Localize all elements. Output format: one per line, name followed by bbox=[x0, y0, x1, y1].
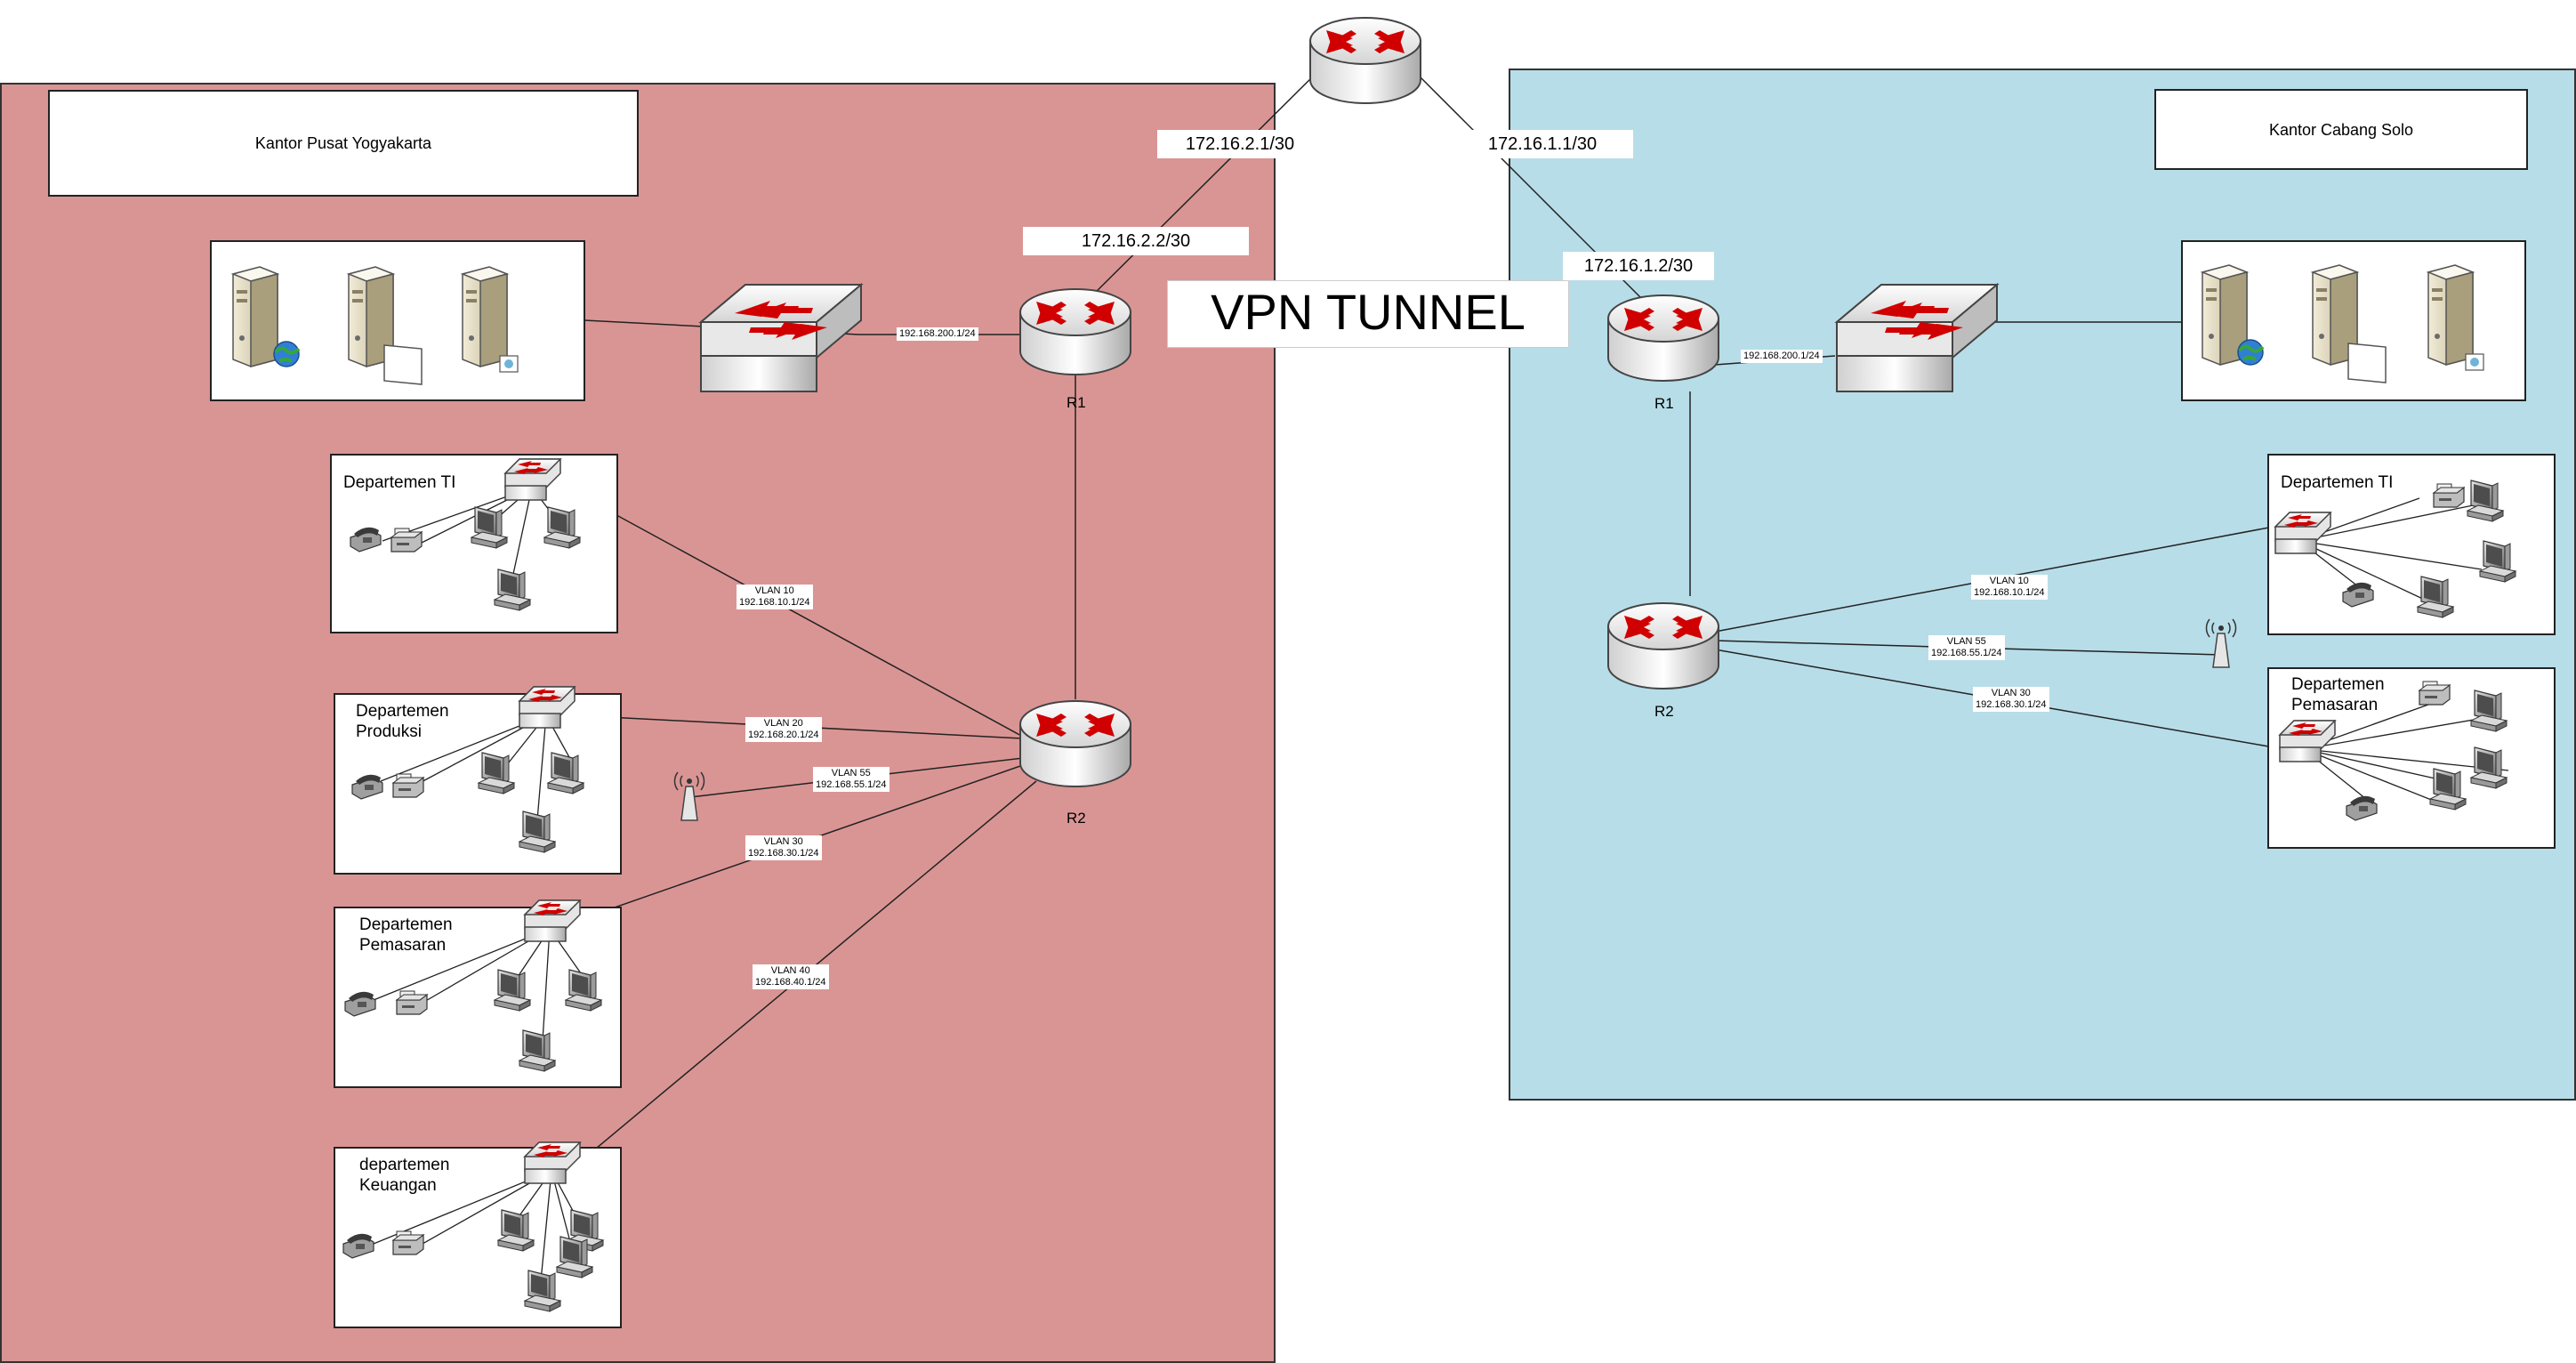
pc-icon[interactable] bbox=[524, 1270, 561, 1312]
office-title-left: Kantor Pusat Yogyakarta bbox=[254, 134, 432, 152]
links bbox=[568, 66, 2274, 1172]
left-vlan30-label: VLAN 30 192.168.30.1/24 bbox=[745, 835, 822, 860]
office-title-box-left: Kantor Pusat Yogyakarta bbox=[48, 90, 639, 197]
vlan-ip: 192.168.10.1/24 bbox=[1974, 587, 2045, 598]
pc-icon[interactable] bbox=[556, 1236, 593, 1278]
pc-icon[interactable] bbox=[2470, 690, 2508, 732]
pc-icon[interactable] bbox=[471, 506, 508, 549]
dept-title-right-pemasaran: Departemen Pemasaran bbox=[2291, 675, 2385, 714]
left-r2-label: R2 bbox=[1067, 810, 1086, 827]
vlan-ip: 192.168.30.1/24 bbox=[1976, 699, 2047, 710]
printer-icon[interactable] bbox=[392, 773, 424, 798]
printer-icon[interactable] bbox=[390, 528, 423, 552]
pc-icon[interactable] bbox=[547, 752, 584, 794]
left-r1-label: R1 bbox=[1067, 394, 1086, 411]
office-title-right: Kantor Cabang Solo bbox=[2268, 120, 2414, 139]
left-r2-router-icon[interactable] bbox=[1019, 700, 1131, 787]
pc-icon[interactable] bbox=[2467, 480, 2504, 522]
pc-icon[interactable] bbox=[2429, 768, 2467, 811]
left-r1-router-icon[interactable] bbox=[1019, 288, 1131, 375]
right-vlan55-label: VLAN 55 192.168.55.1/24 bbox=[1928, 635, 2005, 660]
right-vlan10-label: VLAN 10 192.168.10.1/24 bbox=[1971, 575, 2048, 600]
dept-title-left-pemasaran: Departemen Pemasaran bbox=[359, 915, 453, 955]
printer-icon[interactable] bbox=[396, 990, 428, 1015]
vlan-id: VLAN 55 bbox=[831, 768, 871, 778]
globe-icon bbox=[2237, 339, 2264, 366]
pc-icon[interactable] bbox=[497, 1209, 535, 1252]
vlan-ip: 192.168.30.1/24 bbox=[748, 848, 819, 859]
dept-title-left-produksi: Departemen Produksi bbox=[356, 702, 449, 741]
office-title-box-right: Kantor Cabang Solo bbox=[2154, 89, 2528, 170]
left-web-server-icon[interactable] bbox=[232, 266, 278, 367]
vlan-ip: 192.168.20.1/24 bbox=[748, 730, 819, 740]
dept-title-right-ti: Departemen TI bbox=[2281, 473, 2394, 492]
right-r1-label: R1 bbox=[1654, 395, 1674, 412]
pc-icon[interactable] bbox=[2470, 746, 2508, 789]
vlan-id: VLAN 30 bbox=[763, 836, 803, 847]
pc-icon[interactable] bbox=[519, 811, 556, 853]
vlan-ip: 192.168.40.1/24 bbox=[755, 977, 826, 988]
pc-icon[interactable] bbox=[565, 969, 602, 1012]
left-vlan55-label: VLAN 55 192.168.55.1/24 bbox=[813, 767, 890, 792]
left-vlan20-label: VLAN 20 192.168.20.1/24 bbox=[745, 717, 822, 742]
right-r2-router-icon[interactable] bbox=[1607, 602, 1719, 690]
left-server-link-label: 192.168.200.1/24 bbox=[897, 327, 978, 341]
left-db-server-icon[interactable] bbox=[462, 266, 508, 367]
vlan-ip: 192.168.55.1/24 bbox=[1931, 648, 2002, 658]
pc-icon[interactable] bbox=[478, 752, 515, 794]
vlan-id: VLAN 10 bbox=[1989, 576, 2029, 586]
vlan-id: VLAN 10 bbox=[754, 585, 794, 596]
vlan-id: VLAN 30 bbox=[1991, 688, 2031, 698]
vlan-ip: 192.168.55.1/24 bbox=[816, 779, 887, 790]
left-vlan40-label: VLAN 40 192.168.40.1/24 bbox=[753, 964, 829, 989]
pc-icon[interactable] bbox=[543, 506, 581, 549]
pc-icon[interactable] bbox=[2417, 576, 2454, 618]
right-r2-label: R2 bbox=[1654, 703, 1674, 720]
isp-router-icon[interactable] bbox=[1309, 17, 1421, 104]
link-isp-left-r1 bbox=[1083, 66, 1324, 305]
pc-icon[interactable] bbox=[2479, 540, 2516, 583]
printer-icon[interactable] bbox=[392, 1230, 424, 1255]
pc-icon[interactable] bbox=[494, 569, 531, 611]
wan-label-right-isp: 172.16.1.1/30 bbox=[1452, 130, 1633, 158]
vlan-id: VLAN 40 bbox=[770, 965, 810, 976]
right-server-link-label: 192.168.200.1/24 bbox=[1741, 350, 1823, 363]
pc-icon[interactable] bbox=[494, 969, 531, 1012]
right-db-server-icon[interactable] bbox=[2427, 264, 2474, 366]
left-core-switch-icon[interactable] bbox=[700, 284, 862, 392]
vpn-tunnel-label: VPN TUNNEL bbox=[1167, 280, 1569, 348]
right-r1-router-icon[interactable] bbox=[1607, 294, 1719, 382]
dept-title-left-keuangan: departemen Keuangan bbox=[359, 1156, 450, 1195]
pc-icon[interactable] bbox=[519, 1029, 556, 1072]
vlan-id: VLAN 20 bbox=[763, 718, 803, 729]
globe-icon bbox=[273, 341, 300, 367]
vlan-ip: 192.168.10.1/24 bbox=[739, 597, 810, 608]
right-core-switch-icon[interactable] bbox=[1836, 284, 1998, 392]
vlan-id: VLAN 55 bbox=[1946, 636, 1986, 647]
wan-label-left-isp: 172.16.2.1/30 bbox=[1157, 130, 1323, 158]
left-vlan10-label: VLAN 10 192.168.10.1/24 bbox=[737, 585, 813, 609]
right-vlan30-label: VLAN 30 192.168.30.1/24 bbox=[1973, 687, 2049, 712]
right-access-point-icon[interactable] bbox=[2205, 618, 2237, 668]
wan-label-right-r1: 172.16.1.2/30 bbox=[1563, 252, 1714, 280]
printer-icon[interactable] bbox=[2419, 681, 2451, 706]
dept-title-left-ti: Departemen TI bbox=[343, 473, 456, 492]
link-left-vlan10 bbox=[568, 488, 1024, 738]
wan-label-left-r1: 172.16.2.2/30 bbox=[1023, 227, 1249, 255]
printer-icon[interactable] bbox=[2433, 483, 2465, 508]
